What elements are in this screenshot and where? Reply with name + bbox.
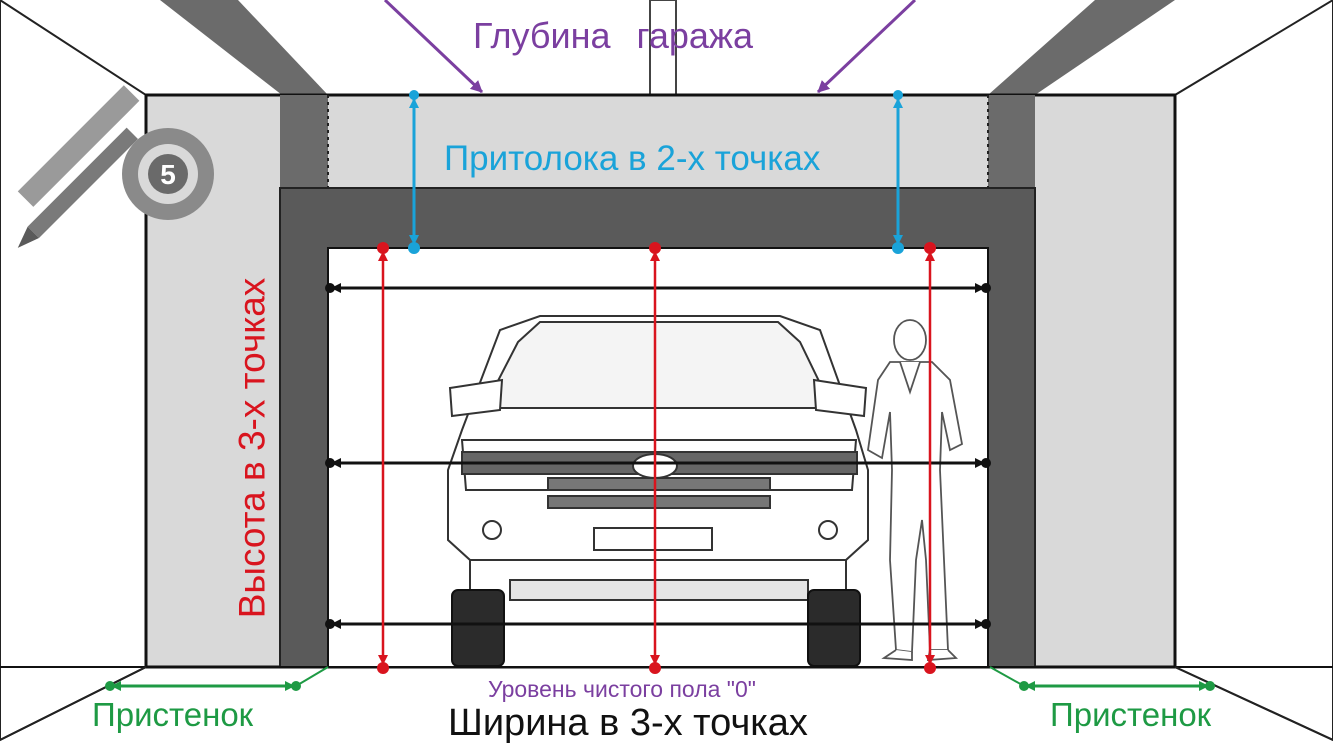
pencil-shape	[27, 127, 138, 238]
lintel-point	[893, 90, 903, 100]
logo-digit: 5	[160, 159, 176, 190]
tape-measure-center	[148, 154, 188, 194]
floor-level-label: Уровень чистого пола "0"	[488, 676, 756, 702]
height-point	[649, 242, 661, 254]
width-point	[325, 458, 335, 468]
pencil-tip	[17, 226, 39, 248]
left-ceiling-beam	[160, 0, 328, 95]
pier-tick-left	[295, 666, 329, 687]
right-ceiling-beam	[988, 0, 1175, 95]
depth-arrows	[383, 0, 917, 94]
depth-label: Глубина гаража	[473, 18, 753, 54]
width-point	[325, 283, 335, 293]
pier-tick-right	[989, 666, 1025, 687]
height-label: Высота в 3-х точках	[231, 277, 273, 619]
right-side-wall	[1174, 0, 1333, 742]
width-point	[981, 458, 991, 468]
height-point	[924, 242, 936, 254]
pier-point	[291, 681, 301, 691]
depth-label-word1: Глубина	[473, 15, 611, 56]
floor-perspective-left	[0, 666, 147, 741]
width-point	[981, 619, 991, 629]
width-label: Ширина в 3-х точках	[448, 702, 808, 744]
pier-measurement	[105, 666, 1215, 691]
lintel-point	[408, 242, 420, 254]
ceiling-rod	[649, 0, 677, 97]
pier-point	[105, 681, 115, 691]
height-point	[377, 242, 389, 254]
person-illustration	[867, 319, 964, 661]
height-point	[649, 662, 661, 674]
lintel-point	[892, 242, 904, 254]
depth-label-word2: гаража	[636, 15, 754, 56]
pier-label-left: Пристенок	[92, 696, 254, 733]
suv-illustration	[447, 315, 869, 667]
width-point	[325, 619, 335, 629]
lintel-point	[409, 90, 419, 100]
floor-perspective-right	[1174, 666, 1333, 741]
depth-arrow-right	[816, 0, 917, 94]
pier-point	[1205, 681, 1215, 691]
ruler-pencil-tape-measure-icon: 5	[17, 85, 214, 248]
pier-point	[1019, 681, 1029, 691]
depth-arrow-left	[383, 0, 484, 94]
width-point	[981, 283, 991, 293]
lintel-label: Притолока в 2-х точках	[444, 139, 821, 178]
height-measurement	[377, 242, 936, 674]
lintel-measurement	[408, 90, 904, 254]
pier-label-right: Пристенок	[1050, 696, 1212, 733]
height-point	[377, 662, 389, 674]
ruler-shape	[17, 85, 140, 207]
height-point	[924, 662, 936, 674]
